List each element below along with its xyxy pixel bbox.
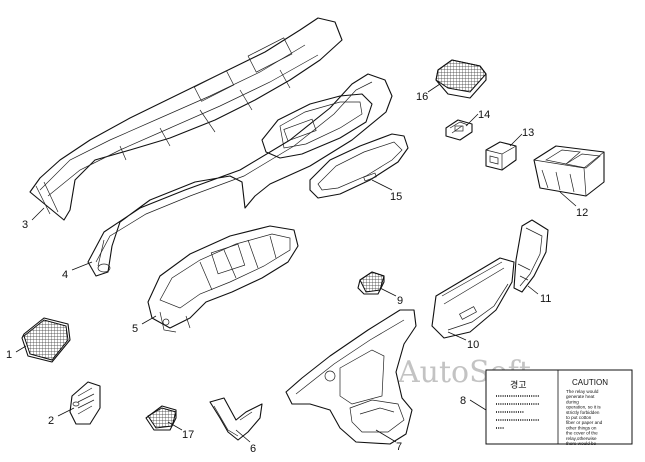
callout-13: 13 <box>522 127 534 139</box>
callout-3: 3 <box>22 219 28 231</box>
part-12-cup-holder <box>533 145 605 197</box>
caution-line: The relay would <box>566 389 599 394</box>
caution-line: relay,otherwise <box>566 436 597 441</box>
callout-numbers: 1 2 3 4 5 6 7 8 9 10 11 12 13 14 15 16 1… <box>6 91 588 455</box>
callout-10: 10 <box>467 339 479 351</box>
part-4-dashboard-skin <box>87 73 393 277</box>
caution-line: to put cotton <box>566 415 592 420</box>
callout-7: 7 <box>396 441 402 453</box>
callout-4: 4 <box>62 269 68 281</box>
callout-8: 8 <box>460 395 466 407</box>
part-9-small-vent <box>357 271 385 295</box>
part-14-clip <box>445 119 473 141</box>
caution-line: operation, so it is <box>566 405 601 410</box>
part-6-side-bracket <box>209 397 263 441</box>
callout-16: 16 <box>416 91 428 103</box>
part-3-dashboard-frame <box>29 17 343 221</box>
part-5-lower-dash-frame <box>147 225 299 333</box>
callout-11: 11 <box>540 293 551 305</box>
caution-line: fiber or paper and <box>566 420 603 425</box>
caution-line: other things on <box>566 425 597 430</box>
caution-line: the cover of the <box>566 431 598 436</box>
part-13-switch-block <box>485 141 517 171</box>
label-korean-heading: 경고 <box>510 379 527 390</box>
leader-lines <box>15 83 577 443</box>
part-11-side-trim <box>513 219 549 293</box>
part-17-small-vent <box>145 405 177 431</box>
label-heading: CAUTION <box>572 378 608 387</box>
caution-line: strictly forbidden <box>566 410 600 415</box>
part-1-left-vent <box>21 317 71 363</box>
caution-line: during <box>566 399 579 404</box>
part-10-glove-box-door <box>431 257 515 339</box>
caution-line: there would be <box>566 441 597 446</box>
part-7-center-console <box>285 309 417 445</box>
part-16-vent-grille <box>435 59 487 99</box>
callout-12: 12 <box>576 207 588 219</box>
callout-1: 1 <box>6 349 12 361</box>
part-2-side-vent <box>69 381 101 425</box>
callout-9: 9 <box>397 295 403 307</box>
callout-14: 14 <box>478 109 490 121</box>
label-korean-lines <box>496 395 540 429</box>
callout-17: 17 <box>182 429 194 441</box>
callout-5: 5 <box>132 323 138 335</box>
part-15-center-bezel <box>261 93 409 199</box>
callout-15: 15 <box>390 191 402 203</box>
caution-line: generate heat <box>566 394 595 399</box>
callout-2: 2 <box>48 415 54 427</box>
callout-6: 6 <box>250 443 256 455</box>
